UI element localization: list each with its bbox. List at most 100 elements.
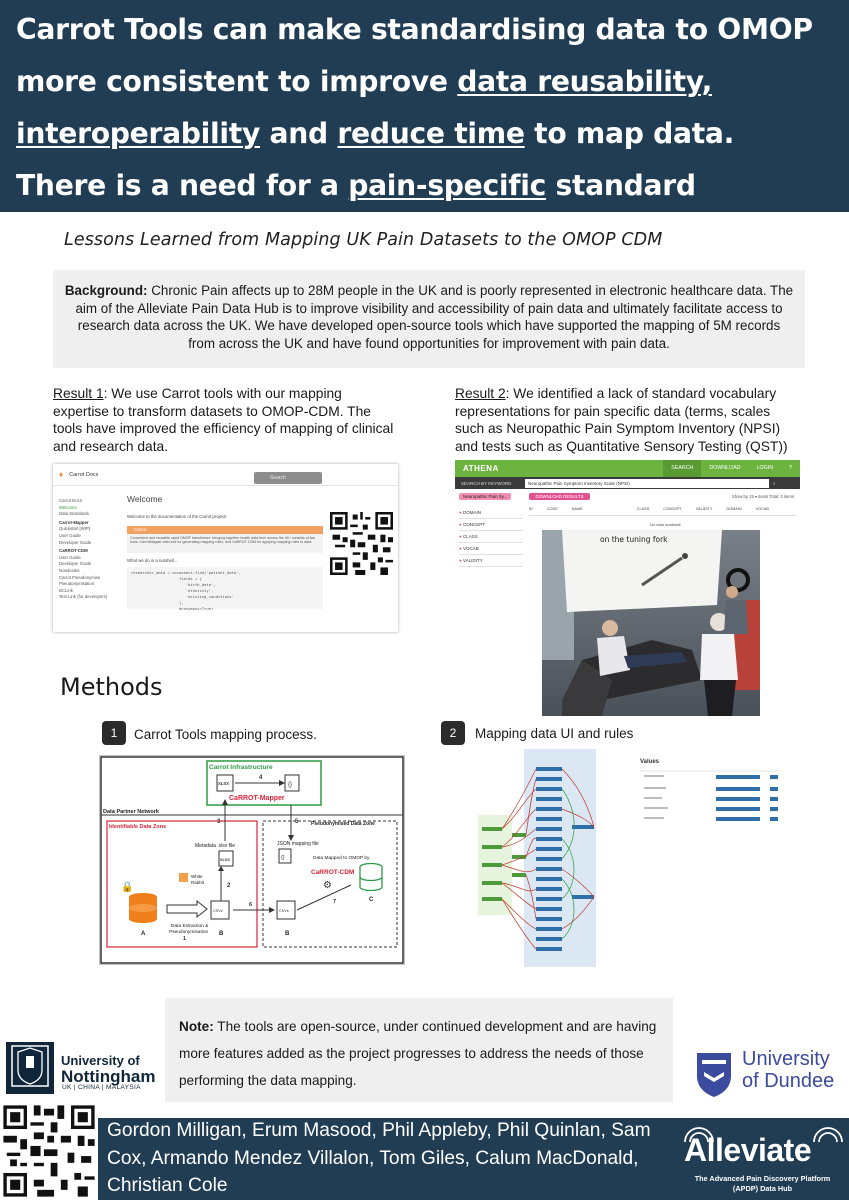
docs-intro: Welcome to the documentation of the Carr… — [127, 514, 227, 519]
dundee-name-line2: of Dundee — [742, 1070, 835, 1092]
mapped-label: Data Mapped to OMOP by — [313, 855, 370, 861]
json-braces-icon: {} — [281, 855, 285, 861]
qr-code-icon[interactable] — [0, 1102, 98, 1200]
database-c-icon — [359, 862, 383, 892]
identifiable-label: Identifiable Data Zone — [109, 824, 166, 830]
athena-toolbar: Neuropathic Pain Sy... DOWNLOAD RESULTS … — [455, 489, 800, 503]
alleviate-wordmark: Alleviate — [684, 1132, 812, 1168]
dundee-logo: University of Dundee — [692, 1048, 842, 1100]
docs-nav-item[interactable]: Data Standards — [59, 511, 89, 517]
step-3-num: 3 — [217, 819, 221, 825]
help-icon[interactable]: ? — [789, 465, 792, 471]
infrastructure-box — [206, 760, 322, 806]
athena-nav: SEARCH DOWNLOAD LOGIN ? — [663, 460, 800, 477]
athena-navbar: ATHENA SEARCH DOWNLOAD LOGIN ? — [455, 460, 800, 477]
athena-filter-class[interactable]: ● CLASS — [459, 531, 523, 543]
docs-nav-item[interactable]: Developer Guide — [59, 561, 92, 567]
athena-pagination[interactable]: Show by 15 ▾ items Total: 0 items — [731, 493, 794, 499]
docs-nav-item[interactable]: BCLink — [59, 587, 73, 593]
lock-icon: 🔒 — [121, 881, 133, 893]
column-header[interactable]: ID — [529, 507, 533, 511]
step-1-num: 1 — [183, 936, 186, 942]
docs-nav-item[interactable]: User Guide — [59, 554, 81, 560]
column-header[interactable]: VOCAB — [755, 507, 769, 511]
xlsx-file-icon — [216, 774, 234, 792]
nottingham-sub: UK | CHINA | MALAYSIA — [62, 1084, 141, 1091]
rules-breadcrumb: · · · · · — [640, 750, 648, 754]
csv-label: CSVs — [213, 909, 223, 913]
json-file-icon — [284, 774, 300, 792]
qst-photo-image: on the tuning fork — [542, 530, 760, 716]
headline-underlined-time: reduce time — [337, 117, 525, 150]
csv-label: CSVs — [279, 909, 289, 913]
athena-nav-login[interactable]: LOGIN — [756, 465, 774, 471]
athena-filter-validity[interactable]: ● VALIDITY — [459, 555, 523, 567]
result-2-label: Result 2 — [455, 386, 506, 401]
docs-search-input[interactable]: Search — [254, 472, 322, 484]
xlsx-label: XLSX — [220, 858, 230, 862]
docs-sidebar: Carrot Docs Welcome Data Standards Carro… — [59, 498, 119, 601]
rules-source-nodes — [482, 827, 526, 901]
carrot-icon: ♦ — [59, 470, 64, 479]
step-2-label: Mapping data UI and rules — [475, 726, 634, 741]
docs-page-title: Welcome — [127, 494, 163, 504]
athena-nav-search[interactable]: SEARCH — [663, 460, 702, 477]
result-1-label: Result 1 — [53, 386, 104, 401]
column-header[interactable]: DOMAIN — [726, 507, 742, 511]
background-text: Chronic Pain affects up to 28M people in… — [75, 283, 794, 351]
alleviate-logo: Alleviate The Advanced Pain Discovery Pl… — [680, 1120, 845, 1200]
column-header[interactable]: CLASS — [636, 507, 650, 511]
column-header[interactable]: CODE — [546, 507, 558, 511]
search-icon[interactable]: ⌕ — [773, 480, 776, 486]
headline-text: Carrot Tools can make standardising data… — [16, 13, 813, 98]
csv-file-icon — [276, 900, 296, 920]
dundee-name: University of Dundee — [742, 1048, 834, 1092]
metadata-label: Metadata .xlsx file — [195, 843, 235, 849]
docs-nutshell: What we do in a nutshell... — [127, 558, 178, 563]
docs-nav-item[interactable]: Test Link (for developers) — [59, 594, 108, 600]
label-b: B — [285, 931, 290, 937]
athena-nav-download[interactable]: DOWNLOAD — [709, 465, 741, 471]
docs-nav-item[interactable]: User Guide — [59, 532, 81, 538]
athena-table-header: ID CODE NAME CLASS CONCEPT VALIDITY DOMA… — [529, 507, 797, 516]
athena-filter-domain[interactable]: ● DOMAIN — [459, 507, 523, 519]
header-banner: Carrot Tools can make standardising data… — [0, 0, 849, 254]
note-panel: Note: The tools are open-source, under c… — [165, 998, 673, 1102]
qr-code-icon[interactable] — [330, 512, 393, 575]
alleviate-tagline-line1: The Advanced Pain Discovery Platform — [694, 1174, 831, 1183]
docs-nav-item[interactable]: Carrot Pseudonymise — [59, 574, 101, 580]
docs-nav-item[interactable]: Welcome — [59, 504, 77, 510]
athena-filter-concept[interactable]: ● CONCEPT — [459, 519, 523, 531]
column-header[interactable]: VALIDITY — [695, 507, 713, 511]
docs-code-block: researcher_data = cocoonect.find('patien… — [127, 567, 323, 611]
headline-text: and — [260, 117, 338, 150]
docs-nav-item[interactable]: Quickstart [WIP] — [59, 526, 91, 532]
json-braces-icon: {} — [288, 782, 292, 788]
result-1-text: Result 1: We use Carrot tools with our m… — [53, 385, 398, 455]
athena-filter-chip[interactable]: Neuropathic Pain Sy... — [459, 492, 512, 500]
docs-nav-item[interactable]: Developer Guide — [59, 539, 92, 545]
carrot-docs-screenshot: ♦ Carrot Docs Search Carrot Docs Welcome… — [53, 464, 398, 632]
athena-search-input[interactable]: Neuropathic Pain Symptom Inventory Scale… — [525, 478, 769, 488]
rules-edges — [501, 768, 595, 950]
column-header[interactable]: CONCEPT — [663, 507, 682, 511]
docs-nav-item[interactable]: Carrot Docs — [59, 498, 82, 503]
nottingham-name-line1: University of — [61, 1053, 140, 1068]
athena-filter-vocab[interactable]: ● VOCAB — [459, 543, 523, 555]
photo-caption: on the tuning fork — [600, 535, 668, 544]
mapping-rules-ui: · · · · · Values — [478, 745, 790, 969]
athena-filters: ● DOMAIN ● CONCEPT ● CLASS ● VOCAB ● VAL… — [459, 507, 523, 567]
background-panel: Background: Chronic Pain affects up to 2… — [53, 270, 805, 368]
alleviate-tagline: The Advanced Pain Discovery Platform (AP… — [680, 1174, 845, 1194]
docs-nav-item[interactable]: Notebooks — [59, 567, 80, 573]
athena-download-button[interactable]: DOWNLOAD RESULTS — [529, 492, 590, 500]
infra-label: Carrot Infrastructure — [209, 764, 273, 771]
step-2-num: 2 — [227, 883, 231, 889]
nottingham-name: University of Nottingham — [61, 1053, 155, 1086]
dundee-crest-icon — [697, 1053, 731, 1097]
result-1-body: : We use Carrot tools with our mapping e… — [53, 386, 394, 454]
docs-callout-title: Carrot — [127, 526, 323, 534]
docs-nav-item[interactable]: Pseudonymisation — [59, 581, 95, 587]
column-header[interactable]: NAME — [571, 507, 583, 511]
result-2-body: : We identified a lack of standard vocab… — [455, 386, 788, 454]
